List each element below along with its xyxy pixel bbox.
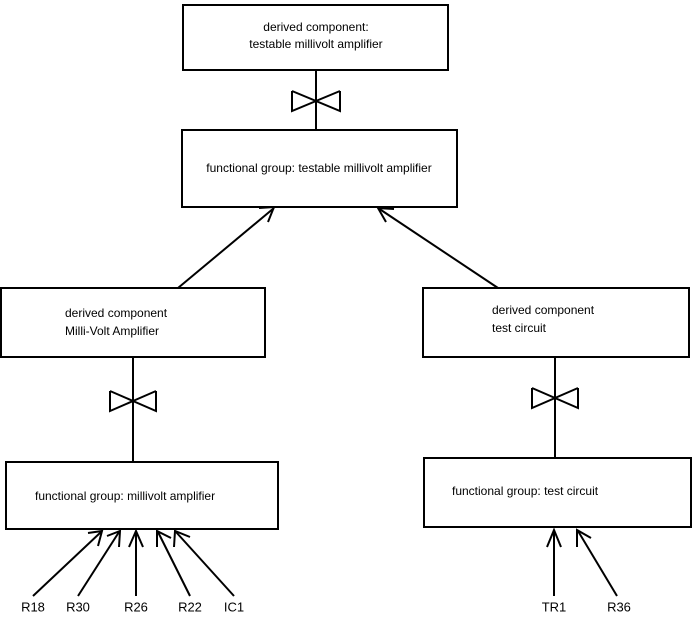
node-functional-group-test-circuit[interactable]: functional group: test circuit bbox=[423, 457, 692, 528]
leaf-label-r30: R30 bbox=[66, 599, 90, 614]
node-functional-group-millivolt-amplifier[interactable]: functional group: millivolt amplifier bbox=[5, 461, 279, 530]
node-box[interactable] bbox=[0, 287, 266, 358]
connector-tr1-to-test-circuit bbox=[546, 527, 562, 596]
arrowhead-icon bbox=[156, 529, 172, 547]
node-label-line-2: test circuit bbox=[492, 321, 547, 335]
node-box[interactable] bbox=[5, 461, 279, 530]
node-label-line-2: Milli-Volt Amplifier bbox=[65, 324, 159, 338]
node-box[interactable] bbox=[182, 4, 449, 71]
connector-r26-to-millivolt-amplifier bbox=[128, 528, 144, 596]
node-label-line-1: derived component bbox=[492, 303, 595, 317]
leaf-label-r22: R22 bbox=[178, 599, 202, 614]
connector-milli-volt-amp-to-functional-group bbox=[109, 357, 157, 462]
bowtie-left-triangle bbox=[291, 90, 319, 113]
connector-test-circuit-to-testable-group bbox=[376, 206, 499, 289]
connector-r36-to-test-circuit bbox=[576, 528, 618, 597]
node-label-line-2: testable millivolt amplifier bbox=[249, 37, 382, 51]
bowtie-right-triangle bbox=[313, 90, 341, 113]
node-label-line-1: functional group: millivolt amplifier bbox=[35, 489, 215, 503]
node-derived-test-circuit[interactable]: derived component test circuit bbox=[422, 287, 690, 358]
connector-line bbox=[177, 207, 275, 289]
arrowhead-icon bbox=[546, 527, 562, 548]
node-derived-milli-volt-amplifier[interactable]: derived component Milli-Volt Amplifier bbox=[0, 287, 266, 358]
connector-derived-testable-to-functional-group bbox=[291, 70, 341, 130]
node-box[interactable] bbox=[181, 129, 458, 208]
arrowhead-icon bbox=[128, 528, 144, 548]
connector-line bbox=[175, 531, 235, 597]
node-derived-testable-millivolt-amplifier[interactable]: derived component: testable millivolt am… bbox=[182, 4, 449, 71]
bowtie-left-triangle bbox=[531, 387, 558, 410]
connector-line bbox=[77, 531, 120, 597]
node-label-line-1: derived component bbox=[65, 306, 168, 320]
connector-r30-to-millivolt-amplifier bbox=[77, 529, 122, 597]
connector-line bbox=[377, 207, 499, 289]
connector-r18-to-millivolt-amplifier bbox=[32, 529, 104, 597]
bowtie-icon bbox=[109, 390, 157, 413]
leaf-label-r18: R18 bbox=[21, 599, 45, 614]
leaf-label-r26: R26 bbox=[124, 599, 148, 614]
node-box[interactable] bbox=[422, 287, 690, 358]
bowtie-icon bbox=[291, 90, 341, 113]
connector-r22-to-millivolt-amplifier bbox=[156, 529, 191, 597]
arrowhead-icon bbox=[173, 529, 191, 548]
connector-test-circuit-to-functional-group bbox=[531, 357, 579, 458]
arrowhead-icon bbox=[106, 529, 122, 548]
connector-line bbox=[157, 531, 191, 597]
leaf-label-ic1: IC1 bbox=[224, 599, 244, 614]
node-label-line-1: functional group: test circuit bbox=[452, 484, 599, 498]
node-label-line-1: derived component: bbox=[263, 20, 368, 34]
connector-ic1-to-millivolt-amplifier bbox=[173, 529, 235, 597]
bowtie-icon bbox=[531, 387, 579, 410]
arrowhead-icon bbox=[576, 528, 592, 547]
connector-line bbox=[32, 531, 102, 597]
arrowhead-icon bbox=[87, 529, 104, 547]
node-label-line-1: functional group: testable millivolt amp… bbox=[206, 161, 431, 175]
node-box[interactable] bbox=[423, 457, 692, 528]
connector-milli-volt-amp-to-testable-group bbox=[177, 205, 276, 289]
leaf-label-tr1: TR1 bbox=[542, 599, 567, 614]
connector-line bbox=[577, 530, 618, 597]
node-functional-group-testable-millivolt-amplifier[interactable]: functional group: testable millivolt amp… bbox=[181, 129, 458, 208]
leaf-label-r36: R36 bbox=[607, 599, 631, 614]
bowtie-right-triangle bbox=[130, 390, 157, 413]
bowtie-left-triangle bbox=[109, 390, 136, 413]
bowtie-right-triangle bbox=[552, 387, 579, 410]
